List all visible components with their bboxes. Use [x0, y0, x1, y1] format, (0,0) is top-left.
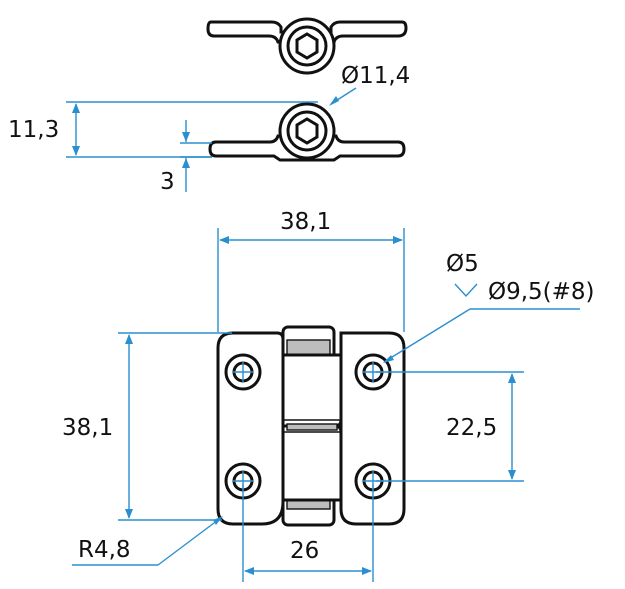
corner-radius-dimension [72, 516, 223, 566]
hole-horizontal-spacing-dimension [242, 484, 374, 582]
hole-callout-dimension [383, 283, 580, 363]
leaf-thickness-dimension [180, 120, 212, 192]
hole-vertical-spacing-label: 22,5 [446, 415, 497, 441]
hole-horizontal-spacing-label: 26 [290, 538, 319, 564]
leaf-thickness-label: 3 [160, 169, 175, 195]
top-view-open [206, 17, 408, 75]
overall-width-dimension [217, 228, 405, 332]
front-view [216, 325, 406, 527]
overall-width-label: 38,1 [280, 209, 331, 235]
pin-diameter-label: Ø11,4 [341, 63, 410, 89]
hole-countersink-label: Ø9,5(#8) [488, 279, 595, 305]
mounting-hole-top-left [224, 353, 262, 391]
hole-small-label: Ø5 [446, 251, 479, 277]
overall-height-label: 38,1 [62, 415, 113, 441]
top-view-closed [208, 102, 406, 162]
side-height-label: 11,3 [8, 117, 59, 143]
pin-diameter-dimension [329, 87, 357, 106]
overall-height-dimension [118, 332, 232, 521]
hex-socket-icon [295, 117, 319, 145]
mounting-hole-bottom-right [354, 462, 392, 500]
corner-radius-label: R4,8 [78, 537, 131, 563]
hex-socket-icon [295, 32, 319, 60]
hole-vertical-spacing-dimension [376, 371, 524, 482]
